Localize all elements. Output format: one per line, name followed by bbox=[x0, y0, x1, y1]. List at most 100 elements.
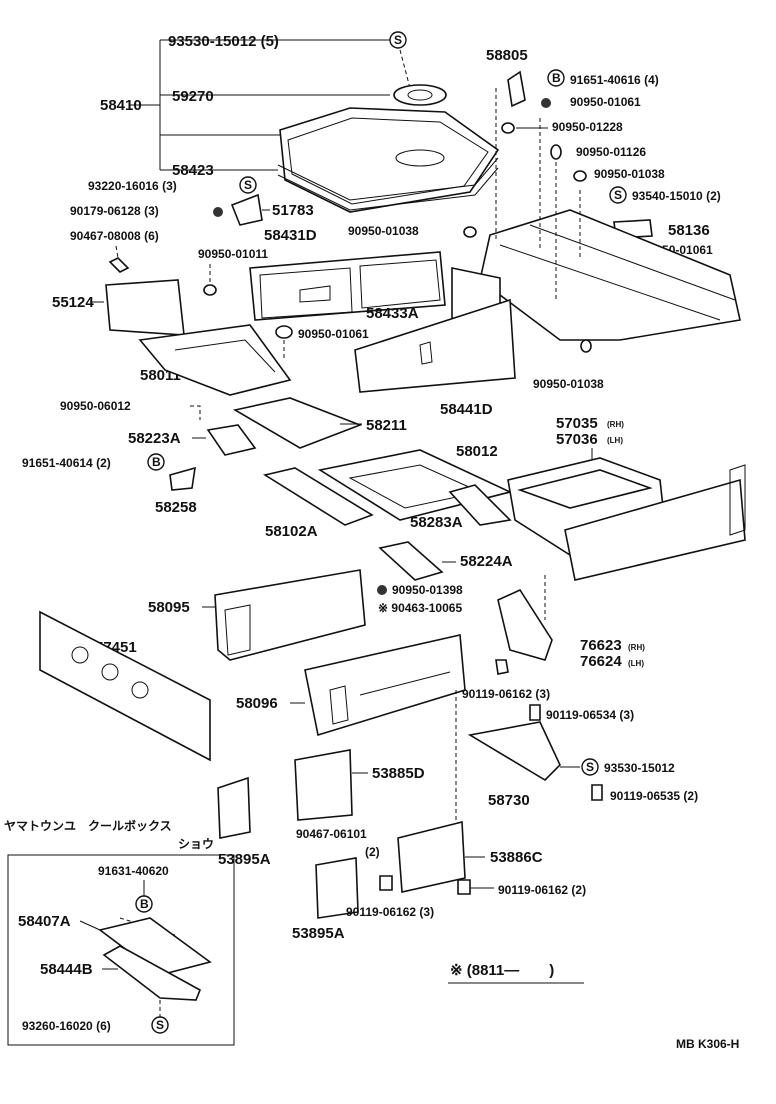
label-91651-40616: 91651-40616 (4) bbox=[570, 73, 659, 87]
grommet-icon bbox=[541, 98, 551, 108]
wheel-holder-59270 bbox=[393, 84, 447, 106]
cool-box-rail-58444B bbox=[102, 945, 202, 1001]
cool-box-inset bbox=[7, 854, 235, 1046]
label-58095: 58095 bbox=[148, 599, 190, 616]
diagram-code: MB K306-H bbox=[676, 1037, 739, 1051]
label-90119-06162-b: 90119-06162 (2) bbox=[498, 883, 586, 897]
side-panel-58441D bbox=[354, 298, 516, 393]
label-90950-01038-b: 90950-01038 bbox=[533, 377, 604, 391]
svg-text:B: B bbox=[152, 455, 161, 469]
svg-text:S: S bbox=[156, 1018, 164, 1032]
label-76624-side: (LH) bbox=[628, 659, 644, 668]
grommet-icon bbox=[580, 339, 592, 353]
plate-58211 bbox=[232, 397, 363, 449]
label-93260-16020: 93260-16020 (6) bbox=[22, 1019, 111, 1033]
label-90119-06162-a: 90119-06162 (3) bbox=[462, 687, 550, 701]
grommet-icon bbox=[463, 226, 477, 238]
label-58136: 58136 bbox=[668, 222, 710, 239]
s-symbol-icon bbox=[151, 1016, 169, 1034]
label-90950-01061-top: 90950-01061 bbox=[570, 95, 641, 109]
label-57036-side: (LH) bbox=[607, 436, 623, 445]
label-90950-01038-l: 90950-01038 bbox=[348, 224, 419, 238]
bolt-icon bbox=[495, 659, 509, 675]
label-58102A: 58102A bbox=[265, 523, 318, 540]
inset-note-line1: ヤマトウンユ クールボックス bbox=[4, 818, 172, 833]
label-55124: 55124 bbox=[52, 294, 94, 311]
s-symbol-icon bbox=[609, 186, 627, 204]
label-90950-01228: 90950-01228 bbox=[552, 120, 623, 134]
label-90119-06535: 90119-06535 (2) bbox=[610, 789, 698, 803]
rail-58102A bbox=[262, 467, 374, 526]
s-symbol-icon bbox=[239, 176, 257, 194]
bracket-58224A bbox=[378, 541, 444, 581]
bracket-58730 bbox=[467, 721, 561, 782]
bracket-58258 bbox=[169, 466, 196, 491]
label-58730: 58730 bbox=[488, 792, 530, 809]
label-58224A: 58224A bbox=[460, 553, 513, 570]
label-58410: 58410 bbox=[100, 97, 142, 114]
label-90950-01061-mid: 90950-01061 bbox=[298, 327, 369, 341]
mud-flap-53895A-b bbox=[315, 857, 359, 919]
label-58441D: 58441D bbox=[440, 401, 493, 418]
label-58012: 58012 bbox=[456, 443, 498, 460]
s-symbol-icon bbox=[389, 31, 407, 49]
mud-flap-53885D bbox=[294, 749, 353, 821]
label-76624: 76624 bbox=[580, 653, 622, 670]
bolt-icon bbox=[379, 875, 393, 891]
label-58431D: 58431D bbox=[264, 227, 317, 244]
box-side-58431D bbox=[249, 251, 446, 321]
label-90950-01398: 90950-01398 bbox=[392, 583, 463, 597]
label-58805: 58805 bbox=[486, 47, 528, 64]
label-93220-16016: 93220-16016 (3) bbox=[88, 179, 177, 193]
grommet-icon bbox=[550, 144, 562, 160]
label-57036: 57036 bbox=[556, 431, 598, 448]
panel-55124 bbox=[105, 279, 185, 336]
b-symbol-icon bbox=[547, 69, 565, 87]
label-53895A-b: 53895A bbox=[292, 925, 345, 942]
side-member-58095 bbox=[214, 569, 366, 661]
label-59270: 59270 bbox=[172, 88, 214, 105]
floor-pan-58011 bbox=[138, 324, 292, 396]
spare-tire-tray-58423 bbox=[279, 107, 500, 213]
label-76623-side: (RH) bbox=[628, 643, 645, 652]
clip-icon bbox=[108, 257, 130, 273]
label-90467-06101: 90467-06101 bbox=[296, 827, 367, 841]
seal-58283A bbox=[448, 484, 512, 526]
bolt-icon bbox=[591, 784, 603, 801]
grommet-icon bbox=[377, 585, 387, 595]
label-90950-01038-r: 90950-01038 bbox=[594, 167, 665, 181]
label-90950-06012: 90950-06012 bbox=[60, 399, 131, 413]
svg-text:S: S bbox=[244, 178, 252, 192]
label-90119-06534: 90119-06534 (3) bbox=[546, 708, 634, 722]
inset-note-line2: ショウ bbox=[178, 837, 214, 851]
grommet-icon bbox=[203, 284, 217, 296]
bracket-58223A bbox=[206, 424, 257, 456]
label-57035: 57035 bbox=[556, 415, 598, 432]
nut-icon bbox=[213, 207, 223, 217]
label-58283A: 58283A bbox=[410, 514, 463, 531]
mud-flap-53886C bbox=[397, 820, 466, 893]
label-90467-06101-qty: (2) bbox=[365, 845, 380, 859]
mudguard-76623 bbox=[497, 588, 553, 661]
svg-text:S: S bbox=[614, 188, 622, 202]
label-53885D: 53885D bbox=[372, 765, 425, 782]
svg-text:B: B bbox=[140, 897, 149, 911]
label-58096: 58096 bbox=[236, 695, 278, 712]
label-90467-08008: 90467-08008 (6) bbox=[70, 229, 159, 243]
bracket-51783 bbox=[230, 193, 263, 226]
label-76623: 76623 bbox=[580, 637, 622, 654]
label-90950-01011: 90950-01011 bbox=[198, 247, 268, 261]
label-58444B: 58444B bbox=[40, 961, 93, 978]
label-90463-10065: ※ 90463-10065 bbox=[378, 601, 462, 615]
s-symbol-icon bbox=[581, 758, 599, 776]
label-91651-40614: 91651-40614 (2) bbox=[22, 456, 111, 470]
effective-date-note: ※ (8811— ) bbox=[450, 962, 554, 979]
label-90179-06128: 90179-06128 (3) bbox=[70, 204, 159, 218]
label-58433A: 58433A bbox=[366, 305, 419, 322]
label-90950-01126: 90950-01126 bbox=[576, 145, 646, 159]
hinge-58805 bbox=[507, 70, 526, 108]
grommet-icon bbox=[573, 170, 587, 182]
grommet-icon bbox=[501, 122, 515, 134]
svg-text:S: S bbox=[586, 760, 594, 774]
